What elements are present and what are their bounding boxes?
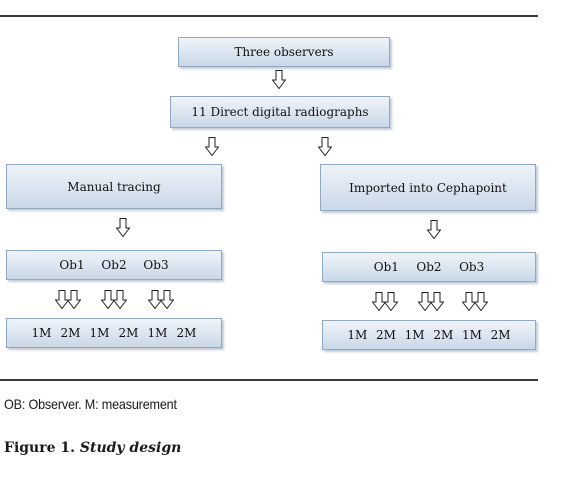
measurement-label: 1M	[347, 328, 368, 342]
observer-label: Ob2	[416, 260, 442, 274]
left-observers-box: Ob1 Ob2 Ob3	[6, 250, 222, 280]
down-arrow-icon	[474, 292, 488, 311]
measurement-label: 1M	[89, 326, 110, 340]
bottom-rule	[0, 379, 538, 381]
down-arrow-icon	[430, 292, 444, 311]
imported-cephapoint-box: Imported into Cephapoint	[320, 164, 536, 211]
measurement-label: 1M	[461, 328, 482, 342]
down-arrow-icon	[67, 290, 81, 309]
down-arrow-icon	[160, 290, 174, 309]
observer-label: Ob1	[59, 258, 85, 272]
radiographs-box: 11 Direct digital radiographs	[170, 96, 390, 128]
imported-cephapoint-label: Imported into Cephapoint	[349, 180, 507, 195]
left-measurements-box: 1M 2M 1M 2M 1M 2M	[6, 318, 222, 348]
measurement-label: 2M	[490, 328, 511, 342]
down-arrow-icon	[113, 290, 127, 309]
measurement-label: 2M	[60, 326, 81, 340]
figure-title: Figure 1. Study design	[4, 440, 181, 456]
down-arrow-icon	[205, 137, 219, 156]
abbreviation-caption: OB: Observer. M: measurement	[4, 396, 177, 412]
measurement-label: 2M	[118, 326, 139, 340]
observer-label: Ob2	[101, 258, 127, 272]
measurement-label: 1M	[147, 326, 168, 340]
observer-label: Ob3	[459, 260, 485, 274]
measurement-label: 2M	[176, 326, 197, 340]
figure-label: Figure 1.	[4, 440, 75, 456]
three-observers-label: Three observers	[234, 45, 334, 59]
right-measurements-box: 1M 2M 1M 2M 1M 2M	[322, 320, 536, 350]
measurement-label: 2M	[376, 328, 396, 342]
manual-tracing-box: Manual tracing	[6, 164, 222, 209]
measurement-label: 1M	[404, 328, 425, 342]
measurement-label: 2M	[433, 328, 454, 342]
down-arrow-icon	[272, 70, 286, 89]
observer-label: Ob3	[143, 258, 169, 272]
three-observers-box: Three observers	[178, 37, 390, 67]
down-arrow-icon	[318, 137, 332, 156]
manual-tracing-label: Manual tracing	[67, 179, 161, 194]
down-arrow-icon	[427, 220, 441, 239]
right-observers-box: Ob1 Ob2 Ob3	[322, 252, 536, 282]
down-arrow-icon	[384, 292, 398, 311]
down-arrow-icon	[116, 218, 130, 237]
radiographs-label: 11 Direct digital radiographs	[191, 105, 369, 119]
observer-label: Ob1	[373, 260, 399, 274]
figure-title-text: Study design	[79, 440, 182, 456]
measurement-label: 1M	[31, 326, 52, 340]
top-rule	[0, 15, 538, 17]
